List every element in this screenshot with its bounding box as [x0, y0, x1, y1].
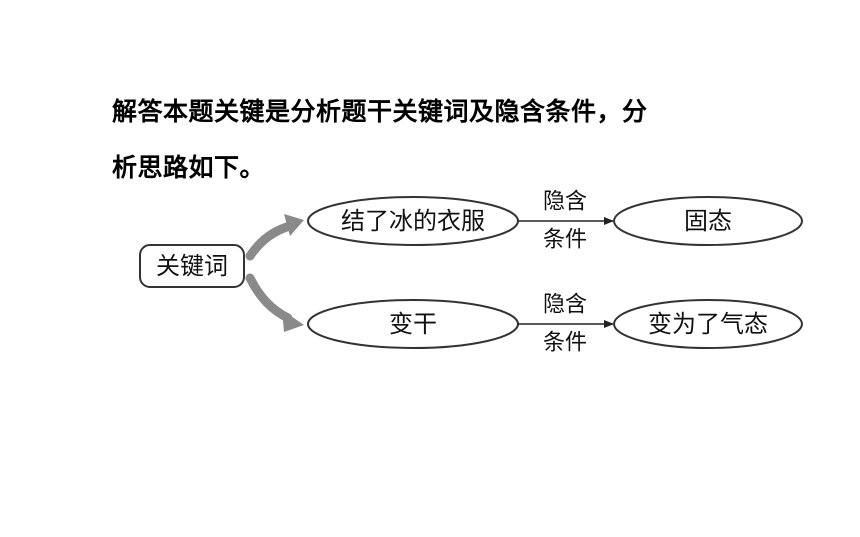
intro-line-1: 解答本题关键是分析题干关键词及隐含条件，分 — [112, 97, 648, 126]
link-label-bottom-line1: 隐含 — [543, 293, 587, 318]
root-node: 关键词 — [139, 244, 245, 288]
result-node-bottom — [613, 299, 803, 349]
root-node-box — [139, 244, 245, 288]
result-node-top — [613, 196, 803, 246]
result-node-top-label: 固态 — [684, 207, 732, 235]
curved-arrow-top-head — [284, 214, 304, 236]
result-node-bottom-label: 变为了气态 — [648, 310, 768, 338]
branch-bottom: 变干 隐含 条件 变为了气态 — [307, 293, 803, 356]
curved-arrow-top-shaft — [245, 221, 295, 261]
curved-arrow-bottom — [245, 273, 304, 332]
curved-arrow-top — [245, 214, 304, 261]
keyword-node-top-label: 结了冰的衣服 — [341, 207, 485, 235]
link-label-top-line1: 隐含 — [543, 190, 587, 215]
root-node-label: 关键词 — [156, 252, 228, 280]
branch-top: 结了冰的衣服 隐含 条件 固态 — [307, 190, 803, 253]
keyword-node-bottom-label: 变干 — [389, 310, 437, 338]
curved-arrow-bottom-head — [282, 310, 304, 332]
intro-line-2: 析思路如下。 — [112, 153, 266, 182]
link-label-top-line2: 条件 — [543, 228, 587, 253]
intro-paragraph: 解答本题关键是分析题干关键词及隐含条件，分 析思路如下。 — [112, 84, 712, 196]
link-label-bottom-line2: 条件 — [543, 331, 587, 356]
